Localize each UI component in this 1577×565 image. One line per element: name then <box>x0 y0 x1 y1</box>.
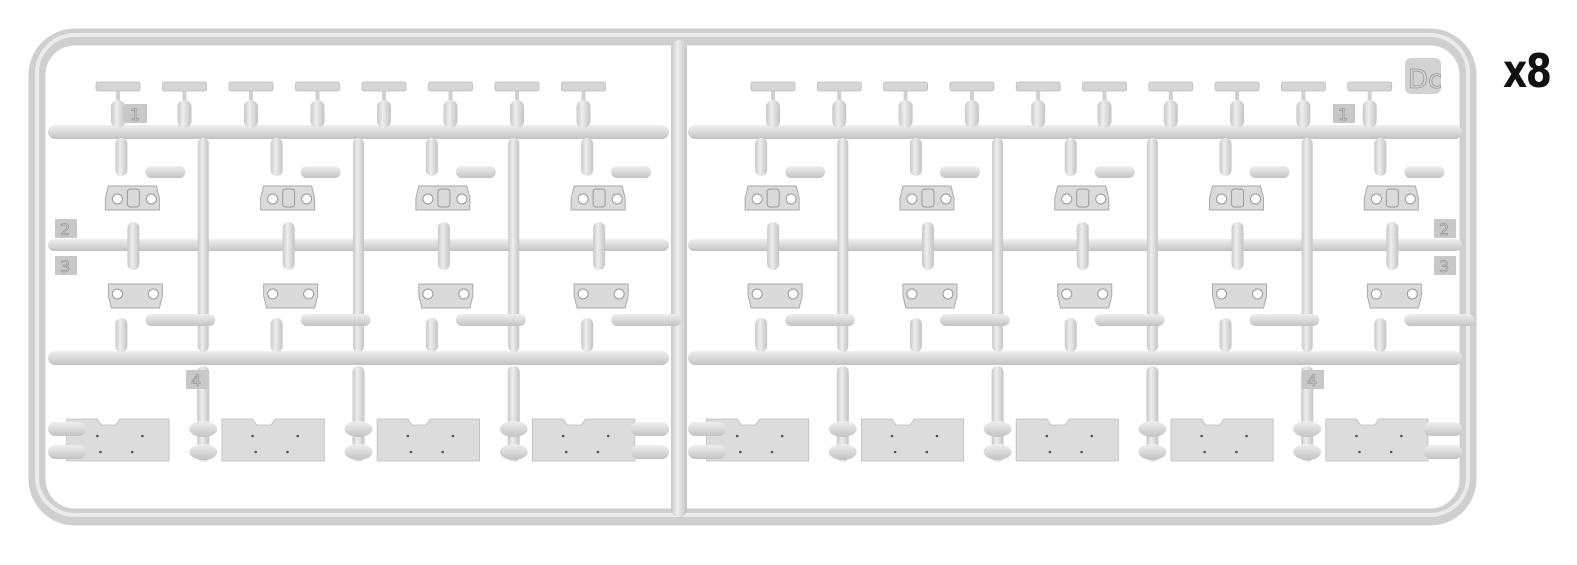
runner <box>688 351 1462 365</box>
runner <box>1146 366 1159 462</box>
runner <box>507 366 520 462</box>
part-tag-number: 2 <box>60 220 70 239</box>
runner <box>991 366 1004 462</box>
runner <box>508 138 520 352</box>
gate-stub <box>177 100 192 128</box>
pin-part <box>295 81 340 92</box>
plate-part <box>1325 418 1429 462</box>
runner <box>688 125 1462 139</box>
runner <box>197 366 210 462</box>
gate-stub <box>443 100 458 128</box>
bracket-part-lower <box>747 283 803 309</box>
part-tag-number: 1 <box>1338 105 1348 124</box>
pin-part <box>1214 81 1260 92</box>
part-tag-3 <box>1434 256 1456 275</box>
runner <box>992 138 1004 352</box>
part-tag-number: 1 <box>130 105 140 124</box>
runner <box>1301 366 1314 462</box>
pin-part <box>750 81 796 92</box>
gate-stub <box>310 100 325 128</box>
plate-part <box>1015 418 1119 462</box>
gate-stub <box>1031 100 1046 128</box>
pin-part <box>561 81 606 92</box>
plate-part <box>221 418 325 462</box>
plate-part <box>531 418 636 462</box>
sprue-code-tag: Dc <box>1405 58 1443 95</box>
runner <box>353 138 364 352</box>
pin-part <box>494 81 540 92</box>
bracket-part-lower <box>902 283 958 309</box>
gate-stub <box>510 100 524 128</box>
gate-stub <box>1097 100 1112 128</box>
part-number-tags: 1 2 3 4 1 2 3 4 <box>55 104 1456 390</box>
sprue-parts <box>48 81 1474 462</box>
bracket-part-lower <box>263 283 319 309</box>
part-tag-number: 3 <box>60 257 70 276</box>
plate-part <box>1170 418 1274 462</box>
gate-stub <box>964 100 979 128</box>
runner <box>1146 138 1158 352</box>
runner <box>48 351 669 365</box>
runner <box>48 125 669 139</box>
pin-part <box>883 81 928 92</box>
pin-part <box>95 81 141 92</box>
gate-stub <box>576 100 591 128</box>
runner <box>671 40 687 517</box>
gate-stub <box>1296 100 1311 128</box>
bracket-part-lower <box>573 283 629 309</box>
plate-part <box>706 418 810 462</box>
pin-part <box>428 81 473 92</box>
pin-part <box>816 81 862 92</box>
runner <box>197 138 209 352</box>
part-tag-1 <box>1333 104 1355 123</box>
pin-part <box>1082 81 1127 92</box>
pin-part <box>1347 81 1393 92</box>
runner <box>1301 138 1313 352</box>
pin-part <box>162 81 207 92</box>
part-tag-4 <box>1302 370 1324 389</box>
runner <box>688 239 1462 251</box>
part-tag-4 <box>186 370 208 389</box>
plate-part <box>66 418 170 462</box>
pin-part <box>228 81 274 92</box>
part-tag-1 <box>125 104 147 123</box>
pin-part <box>949 81 995 92</box>
gate-stub <box>1163 100 1178 128</box>
part-tag-2 <box>1434 219 1456 238</box>
part-tag-number: 3 <box>1439 257 1449 276</box>
runner <box>837 138 849 352</box>
gate-stub <box>832 100 847 128</box>
part-tag-number: 2 <box>1439 220 1449 239</box>
bracket-part-lower <box>418 283 474 309</box>
bracket-part-lower <box>1366 283 1422 309</box>
runner <box>836 366 849 462</box>
pin-part <box>1281 81 1326 92</box>
pin-part <box>361 81 407 92</box>
part-tag-2 <box>55 219 77 238</box>
sprue-code-text: Dc <box>1408 65 1442 95</box>
part-tag-3 <box>55 256 77 275</box>
outer-frame-highlight <box>35 33 1470 517</box>
gate-stub <box>377 100 391 128</box>
bracket-part-lower <box>107 283 163 309</box>
pin-part <box>1148 81 1194 92</box>
plate-part <box>860 418 964 462</box>
sprue-frame <box>28 28 1477 526</box>
quantity-label: x8 <box>1503 44 1552 98</box>
part-tag-number: 4 <box>1307 371 1317 390</box>
gate-stub <box>1362 100 1377 128</box>
plate-part <box>376 418 480 462</box>
gate-stub <box>766 100 780 128</box>
gate-stub <box>1230 100 1245 128</box>
pin-part <box>1015 81 1061 92</box>
gate-stub <box>244 100 258 128</box>
part-tag-number: 4 <box>191 371 201 390</box>
runner <box>352 366 365 462</box>
gate-stub <box>898 100 913 128</box>
bracket-part-lower <box>1212 283 1268 309</box>
gate-stub <box>111 100 125 128</box>
bracket-part-lower <box>1057 283 1113 309</box>
